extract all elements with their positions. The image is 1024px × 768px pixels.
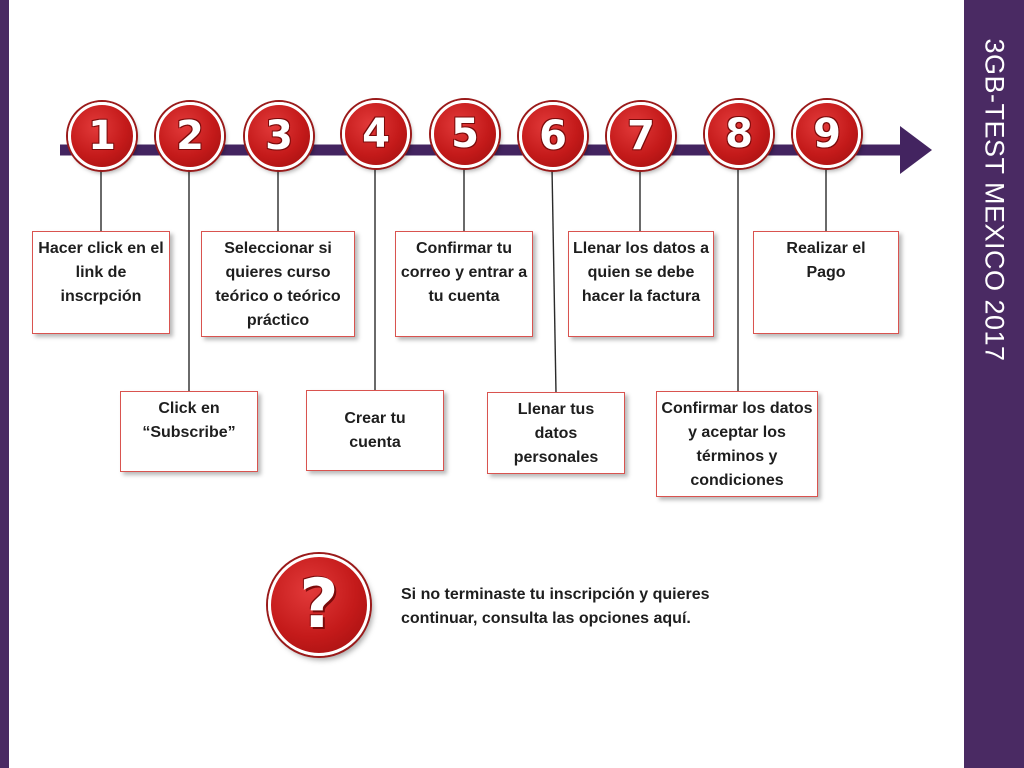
step-3-circle: 3: [245, 102, 313, 170]
step-4-box: Crear tu cuenta: [306, 390, 444, 471]
step-5-box: Confirmar tu correo y entrar a tu cuenta: [395, 231, 533, 337]
step-8-circle: 8: [705, 100, 773, 168]
step-2-circle: 2: [156, 102, 224, 170]
step-2-number: 2: [176, 113, 204, 159]
step-3-label: Seleccionar si quieres curso teórico o t…: [215, 240, 341, 329]
right-title-bar: [964, 0, 1024, 768]
step-6-box: Llenar tus datos personales: [487, 392, 625, 474]
step-9-box: Realizar el Pago: [753, 231, 899, 334]
left-accent-bar: [0, 0, 9, 768]
step-9-label: Realizar el Pago: [786, 240, 866, 281]
question-mark-icon[interactable]: ?: [268, 554, 370, 656]
step-7-number: 7: [627, 113, 655, 159]
step-6-label: Llenar tus datos personales: [513, 401, 599, 466]
step-1-number: 1: [88, 113, 116, 159]
step-3-box: Seleccionar si quieres curso teórico o t…: [201, 231, 355, 337]
step-7-circle: 7: [607, 102, 675, 170]
step-1-circle: 1: [68, 102, 136, 170]
step-8-box: Confirmar los datos y aceptar los términ…: [656, 391, 818, 497]
step-9-number: 9: [813, 111, 841, 157]
help-text[interactable]: Si no terminaste tu inscripción y quiere…: [401, 586, 710, 627]
step-5-number: 5: [451, 111, 479, 157]
step-9-circle: 9: [793, 100, 861, 168]
step-6-number: 6: [539, 113, 567, 159]
step-5-label: Confirmar tu correo y entrar a tu cuenta: [400, 240, 528, 305]
step-1-box: Hacer click en el link de inscrpción: [32, 231, 170, 334]
step-4-number: 4: [362, 111, 390, 157]
step-4-circle: 4: [342, 100, 410, 168]
timeline-arrowhead: [900, 126, 932, 174]
step-2-box: Click en “Subscribe”: [120, 391, 258, 472]
step-8-label: Confirmar los datos y aceptar los términ…: [661, 400, 813, 489]
side-title: 3GB-TEST MEXICO 2017: [979, 38, 1010, 362]
step-2-label: Click en “Subscribe”: [142, 400, 236, 441]
question-mark-glyph: ?: [299, 565, 339, 644]
step-4-label: Crear tu cuenta: [344, 409, 406, 451]
step-1-label: Hacer click en el link de inscrpción: [38, 240, 164, 305]
step-6-circle: 6: [519, 102, 587, 170]
step-7-label: Llenar los datos a quien se debe hacer l…: [572, 240, 710, 305]
step-8-number: 8: [725, 111, 753, 157]
step-7-box: Llenar los datos a quien se debe hacer l…: [568, 231, 714, 337]
step-5-circle: 5: [431, 100, 499, 168]
step-3-number: 3: [265, 113, 293, 159]
connector-6: [551, 167, 557, 394]
